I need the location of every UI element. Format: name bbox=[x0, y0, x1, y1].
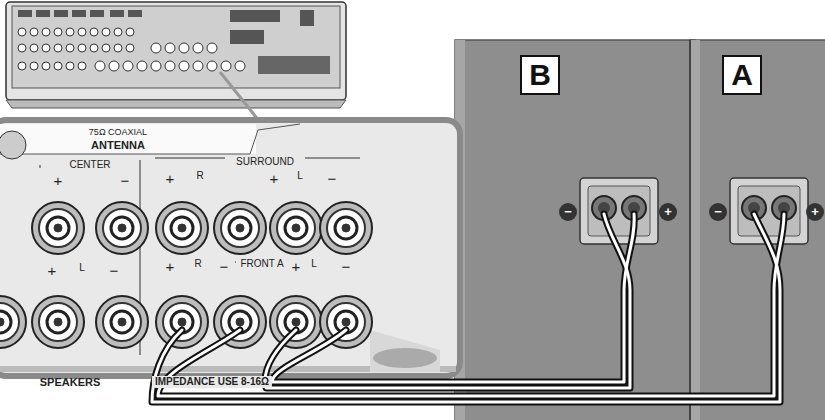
channel-side: R bbox=[196, 171, 203, 181]
binding-post bbox=[229, 217, 251, 239]
polarity-sign: − bbox=[110, 263, 119, 278]
binding-post bbox=[178, 318, 186, 326]
polarity-sign: + bbox=[166, 171, 175, 186]
binding-post bbox=[342, 224, 350, 232]
channel-side: L bbox=[297, 171, 303, 181]
binding-post bbox=[0, 311, 11, 333]
terminal-sign: + bbox=[811, 205, 819, 218]
polarity-sign: − bbox=[342, 259, 351, 274]
binding-post bbox=[335, 217, 357, 239]
binding-post bbox=[103, 209, 141, 247]
polarity-sign: − bbox=[220, 259, 229, 274]
binding-post bbox=[32, 202, 84, 254]
speaker-letter: A bbox=[731, 60, 753, 90]
binding-post bbox=[0, 318, 4, 326]
binding-post bbox=[96, 202, 148, 254]
channel-label: CENTER bbox=[69, 160, 110, 170]
binding-post bbox=[118, 318, 126, 326]
binding-post bbox=[47, 217, 69, 239]
binding-post bbox=[236, 224, 244, 232]
speaker-label-box: A bbox=[722, 55, 762, 95]
speaker-label-box: B bbox=[520, 55, 560, 95]
binding-post bbox=[320, 202, 372, 254]
channel-side: L bbox=[311, 259, 317, 269]
binding-post bbox=[327, 209, 365, 247]
terminal-sign: − bbox=[714, 205, 722, 218]
binding-post bbox=[111, 311, 133, 333]
binding-post bbox=[327, 303, 365, 341]
polarity-sign: − bbox=[328, 171, 337, 186]
binding-post bbox=[156, 296, 208, 348]
binding-post bbox=[171, 217, 193, 239]
channel-side: L bbox=[79, 263, 85, 273]
binding-post bbox=[277, 303, 315, 341]
polarity-sign: + bbox=[270, 171, 279, 186]
binding-post bbox=[96, 296, 148, 348]
polarity-sign: − bbox=[121, 173, 130, 188]
binding-post bbox=[47, 311, 69, 333]
channel-label: FRONT A bbox=[240, 259, 283, 269]
binding-post bbox=[156, 202, 208, 254]
binding-post bbox=[111, 217, 133, 239]
binding-post bbox=[39, 209, 77, 247]
antenna-label: ANTENNA bbox=[91, 140, 145, 151]
binding-post bbox=[32, 296, 84, 348]
binding-post bbox=[0, 296, 26, 348]
binding-post bbox=[214, 202, 266, 254]
binding-post bbox=[178, 224, 186, 232]
binding-post bbox=[0, 303, 19, 341]
terminal-sign: + bbox=[664, 205, 672, 218]
binding-post bbox=[103, 303, 141, 341]
binding-post bbox=[277, 209, 315, 247]
polarity-sign: + bbox=[48, 263, 57, 278]
binding-post bbox=[221, 209, 259, 247]
speaker-letter: B bbox=[529, 60, 551, 90]
binding-post bbox=[39, 303, 77, 341]
polarity-sign: + bbox=[292, 259, 301, 274]
binding-post bbox=[54, 224, 62, 232]
binding-post bbox=[236, 318, 244, 326]
channel-label: SURROUND bbox=[236, 157, 294, 167]
binding-post bbox=[292, 224, 300, 232]
binding-post bbox=[163, 303, 201, 341]
polarity-sign: + bbox=[166, 259, 175, 274]
binding-post bbox=[54, 318, 62, 326]
polarity-sign: + bbox=[54, 173, 63, 188]
binding-post bbox=[163, 209, 201, 247]
channel-side: R bbox=[194, 259, 201, 269]
antenna-label: 75Ω COAXIAL bbox=[89, 128, 147, 137]
binding-post bbox=[342, 318, 350, 326]
impedance-note: IMPEDANCE USE 8-16Ω bbox=[152, 376, 272, 388]
section-label: SPEAKERS bbox=[40, 377, 101, 388]
binding-post bbox=[270, 296, 322, 348]
terminal-sign: − bbox=[564, 205, 572, 218]
binding-post bbox=[285, 217, 307, 239]
binding-post bbox=[270, 202, 322, 254]
binding-post bbox=[292, 318, 300, 326]
binding-post bbox=[118, 224, 126, 232]
